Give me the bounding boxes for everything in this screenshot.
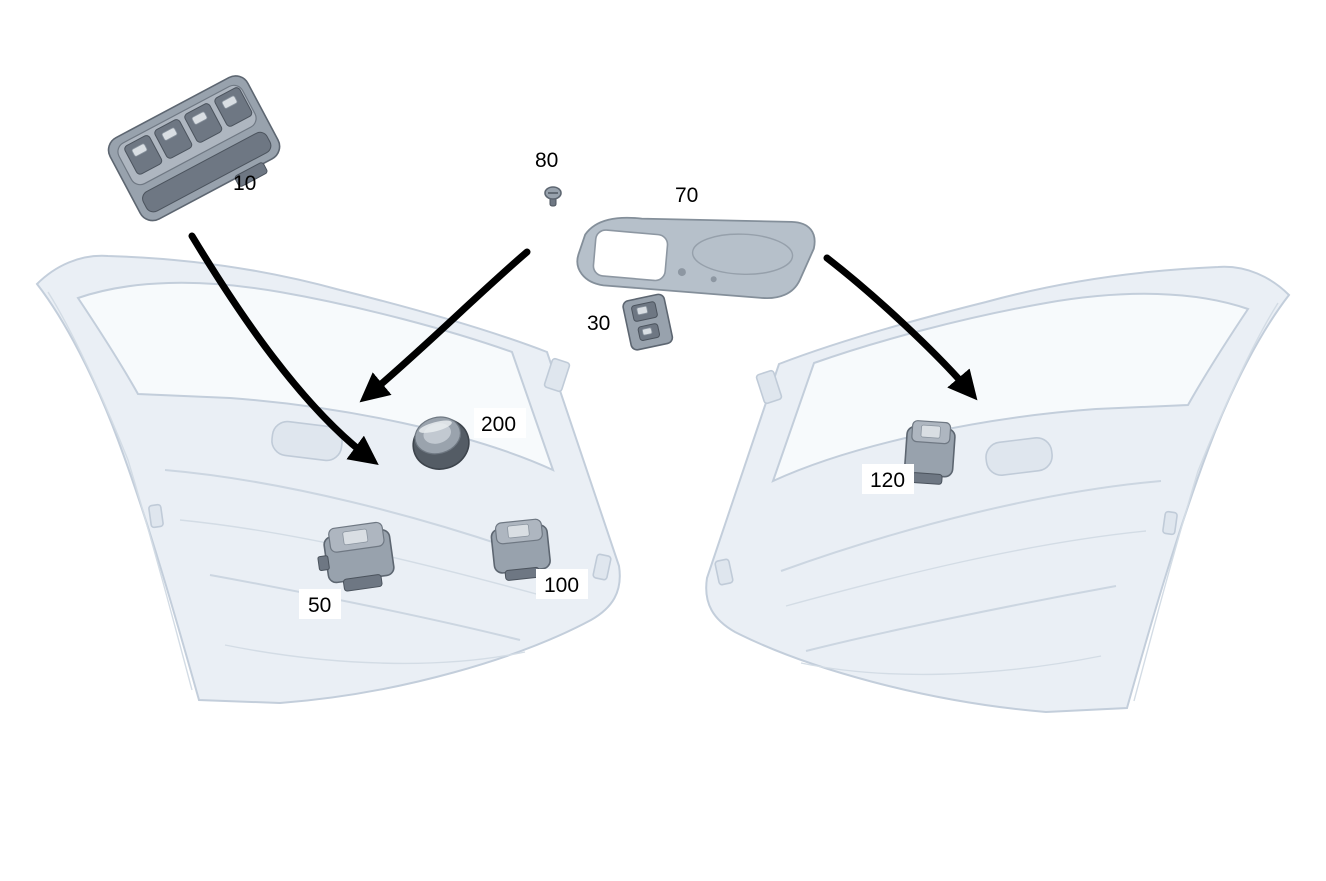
callout-arrows (188, 232, 978, 466)
part-50-window-switch (317, 521, 395, 592)
callout-120: 120 (870, 469, 905, 492)
part-200-rotary-knob (412, 416, 470, 470)
part-10-window-switch-panel (107, 75, 281, 222)
part-70-handle-cutout (592, 229, 669, 282)
left-door-edge-line (47, 291, 193, 691)
callout-100-box (536, 569, 588, 599)
part-80-screw (544, 186, 562, 207)
callout-80: 80 (535, 149, 558, 172)
callout-30: 30 (587, 312, 610, 335)
right-door-ghost (705, 265, 1291, 714)
arrow-from-part-70-right (823, 254, 978, 401)
left-door-edge-hardware (148, 357, 612, 581)
callout-120-box (862, 464, 914, 494)
callout-200: 200 (481, 413, 516, 436)
left-door-ghost (35, 254, 621, 705)
right-door-armrest-lower-line (785, 530, 1147, 607)
callout-10: 10 (233, 172, 256, 195)
part-70-door-handle-trim (576, 216, 816, 300)
left-door-pocket-top-line (209, 574, 521, 641)
left-door-pull-recess (271, 420, 343, 462)
arrow-from-part-10 (188, 232, 379, 466)
right-door-edge-hardware (714, 369, 1178, 586)
part-120-window-switch (903, 420, 956, 485)
callout-50-box (299, 589, 341, 619)
right-door-window-opening (771, 292, 1250, 483)
callout-labels: 10 80 70 30 200 50 100 120 (233, 149, 914, 619)
callout-50: 50 (308, 594, 331, 617)
callout-70: 70 (675, 184, 698, 207)
right-door-pocket-top-line (805, 585, 1117, 652)
right-door-armrest-line (780, 480, 1162, 572)
callout-100: 100 (544, 574, 579, 597)
arrow-from-part-70-left (359, 248, 531, 403)
part-100-window-switch (490, 518, 551, 581)
callout-200-box (474, 408, 526, 438)
right-door-pocket-bottom-line (800, 655, 1102, 676)
right-door-pull-recess (985, 437, 1053, 476)
right-door-edge-line (1133, 302, 1279, 702)
left-door-pocket-bottom-line (224, 644, 526, 665)
part-30-switch (622, 293, 674, 351)
